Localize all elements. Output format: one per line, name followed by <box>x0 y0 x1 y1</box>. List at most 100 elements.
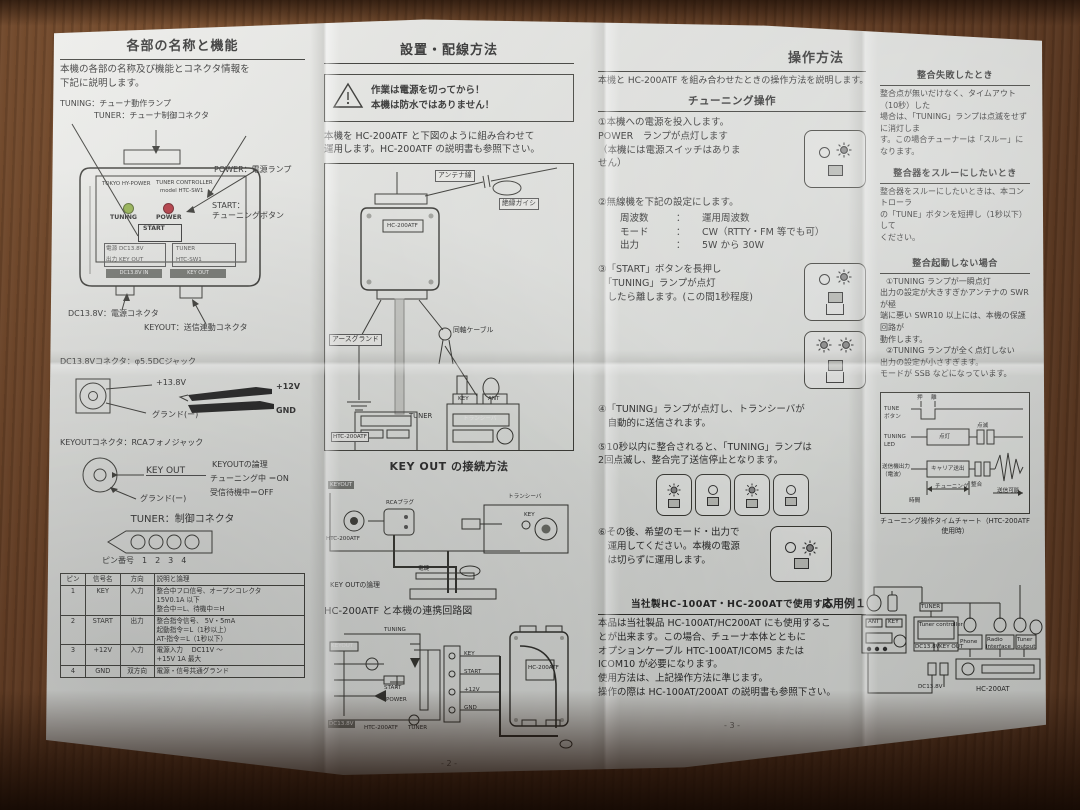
label-coax: 同軸ケーブル <box>453 326 494 335</box>
tc-axis-match: 整合 <box>971 482 983 489</box>
step5-line2: 2回点滅し、整合完了送信停止となります。 <box>598 455 784 467</box>
label-radio-ant: ANT <box>488 396 500 403</box>
tc-mark-press: 押 <box>917 395 923 402</box>
label-ground-rod: アースグランド <box>329 334 382 346</box>
fr-sec0-title: 整合失敗したとき <box>916 71 993 81</box>
pin-table-cell-name: START <box>84 614 121 646</box>
keyout-logic-title: KEYOUTの論理 <box>212 459 268 469</box>
pin-table-header-cell: 信号名 <box>84 573 121 587</box>
fr-sec2-line3: 端に悪い SWR10 以上には、本機の保護回路が <box>880 311 1026 333</box>
pin-table-cell-name: KEY <box>84 585 121 616</box>
param1-value: CW（RTTY・FM 等でも可） <box>702 226 825 238</box>
lamp-state-operate <box>770 526 832 583</box>
pin-table-cell-desc: 電源・信号共通グランド <box>153 665 306 679</box>
keyout-l4: トランシーバ <box>508 494 542 501</box>
step1-line3: （本機には電源スイッチはありま <box>598 144 741 156</box>
param0-label: 周波数 <box>620 212 649 224</box>
step3-line3: したら離します。(この間1秒程度) <box>598 291 754 303</box>
blink-sequence <box>598 474 866 517</box>
warning-box: 作業は電源を切ってから！ 本機は防水ではありません！ <box>324 73 574 122</box>
tuner-pin-label: ピン番号 1 2 3 4 <box>102 556 187 566</box>
app-body-2: とが出来ます。この場合、チューナ本体とともに <box>598 631 807 643</box>
param0-sep: ： <box>676 212 686 224</box>
manual-sheet: 各部の名称と機能 本機の各部の名称及び機能とコネクタ情報を 下記に説明します。 … <box>46 19 1046 775</box>
fr-sec1-line3: ください。 <box>880 233 920 243</box>
right-intro: 本機と HC-200ATF を組み合わせたときの操作方法を説明します。 <box>598 75 869 86</box>
rear-keyout-label: KEY OUT <box>170 268 226 278</box>
tc-axis-tuning: チューニング <box>935 484 969 491</box>
tc-row1-l1: TUNING <box>884 434 906 441</box>
lamp-on-icon <box>836 142 852 163</box>
title-rule-left <box>60 58 305 60</box>
fr-sec1-line1: 整合器をスルーにしたいときは、本コントローラ <box>880 186 1024 208</box>
panel-model-sub: model HTC-SW1 <box>160 187 204 194</box>
app-body-5: 使用方法は、上記操作方法に準じます。 <box>598 673 769 685</box>
fr-rule-2 <box>880 272 1030 274</box>
tuning-rule <box>598 111 866 113</box>
pin-table-cell-dir: 双方向 <box>119 665 155 679</box>
panel-label-start: START <box>143 224 165 232</box>
lamp-on-icon-3 <box>816 337 832 358</box>
circuit-label-hc200atf: HC-200ATF <box>528 664 559 671</box>
label-insulator: 絶縁ガイシ <box>499 198 539 210</box>
led-tuning <box>123 202 134 219</box>
label-controller: HTC-200ATF <box>331 432 369 443</box>
app-body-3: オプションケーブル HTC-100AT/ICOM5 または <box>598 645 804 657</box>
fr-sec2-line7: モードが SSB などになっています。 <box>880 369 1012 379</box>
pin-table-header-cell: 説明と論理 <box>153 573 306 587</box>
pin-table-cell-dir: 入力 <box>119 644 155 667</box>
step2-line1: ②無線機を下記の設定にします。 <box>598 197 739 209</box>
callout-keyout-jack: KEYOUT：送信連動コネクタ <box>144 322 248 332</box>
warning-triangle-icon <box>332 82 364 114</box>
param2-label: 出力 <box>620 240 640 252</box>
pin-table-cell-pin: 3 <box>60 644 86 667</box>
right-column: 操作方法 本機と HC-200ATF を組み合わせたときの操作方法を説明します。… <box>598 50 869 731</box>
step6-line2: 運用してください。本機の電源 <box>598 541 740 552</box>
circuit-label-start2: START <box>464 668 482 675</box>
step3-line2: 「TUNING」ランプが点灯 <box>598 277 716 289</box>
installation-diagram: アンテナ線 絶縁ガイシ HC-200ATF 同軸ケーブル アースグランド TUN… <box>324 163 574 452</box>
middle-intro-1: 本機を HC-200ATF と下図のように組み合わせて <box>324 130 535 142</box>
callout-start-2: チューニングボタン <box>212 210 284 220</box>
param1-sep: ： <box>676 226 686 238</box>
param1-label: モード <box>620 226 649 238</box>
circuit-title: HC-200ATF と本機の連携回路図 <box>324 606 473 618</box>
tuner-section-heading: TUNER：制御コネクタ <box>130 513 235 525</box>
step4-line1: ④「TUNING」ランプが点灯し、トランシーバが <box>598 404 805 416</box>
fr-sec0-line2: 場合は、「TUNING」ランプは点滅をせずに消灯しま <box>880 112 1028 133</box>
step4-line2: 自動的に送信されます。 <box>598 417 712 429</box>
lamp-state-both-on <box>804 331 866 390</box>
left-intro-2: 下記に説明します。 <box>60 77 145 89</box>
tuning-section-title: チューニング操作 <box>688 94 776 107</box>
keyout-l7: 電鍵 <box>418 566 430 573</box>
app-body-4: ICOM10 が必要になります。 <box>598 659 723 671</box>
tc-row0-l2: ボタン <box>884 414 901 421</box>
label-tuner-ctrl: TUNER <box>409 412 433 421</box>
keyout-logic-1: チューニング中 ＝ON <box>210 473 289 483</box>
start-button-icon-2 <box>827 292 843 304</box>
app-body-1: 本品は当社製品 HC-100AT/HC200AT にも使用するこ <box>598 618 831 629</box>
warning-line-2: 本機は防水ではありません！ <box>371 99 495 111</box>
keyout-l3: RCAプラグ <box>386 500 415 507</box>
fr-sec1-title: 整合器をスルーにしたいとき <box>893 168 1017 179</box>
pin-table-header-row: ピン信号名方向説明と論理 <box>60 573 306 587</box>
middle-column: 設置・配線方法 作業は電源を切ってから！ 本機は防水ではありません！ 本機を H… <box>324 42 574 769</box>
pin-table-cell-pin: 4 <box>60 665 86 679</box>
timing-chart: TUNE ボタン 押 離 TUNING LED 点灯 点滅 送信機出力 （電波）… <box>880 392 1030 515</box>
bottom-shadow <box>0 690 1080 810</box>
fr-sec2-line2: 出力の設定が大きすぎかアンテナの SWR が極 <box>880 288 1029 309</box>
tc-row1-block: 点灯 <box>939 434 951 441</box>
panel-model-line: TUNER CONTROLLER <box>156 179 213 186</box>
start-button[interactable] <box>138 223 182 242</box>
circuit-label-tuning: TUNING <box>384 626 406 633</box>
fr-sec2-line6: 出力の設定が小さすぎます。 <box>880 357 984 367</box>
circuit-label-12v: +12V <box>464 686 480 694</box>
panel-label-tuning: TUNING <box>110 213 137 221</box>
keyout-diagram-title: KEY OUT の接続方法 <box>389 460 509 474</box>
step1-line1: ①本機への電源を投入します。 <box>598 117 730 129</box>
